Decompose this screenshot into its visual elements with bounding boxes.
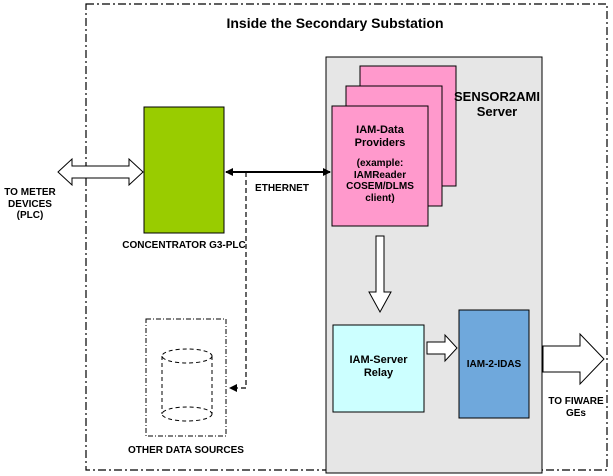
meter-devices-line2: DEVICES bbox=[8, 198, 52, 210]
meter-devices-line1: TO METER bbox=[4, 187, 56, 198]
substation-boundary bbox=[85, 3, 608, 471]
fiware-line2: GEs bbox=[565, 407, 586, 419]
server-title-line2: Server bbox=[476, 103, 518, 119]
fiware-arrow bbox=[542, 332, 605, 386]
relay-line2: Relay bbox=[363, 366, 394, 379]
meter-devices-label: TO METER DEVICES (PLC) bbox=[0, 187, 60, 222]
idas-box bbox=[458, 309, 530, 419]
data-providers-label: IAM-Data Providers (example: IAMReader C… bbox=[332, 124, 428, 204]
relay-line1: IAM-Server bbox=[349, 354, 408, 366]
concentrator-box bbox=[143, 106, 225, 234]
data-providers-line1: IAM-Data Providers bbox=[354, 124, 406, 149]
database-icon bbox=[161, 348, 213, 422]
relay-label: IAM-Server Relay bbox=[333, 354, 424, 379]
meter-link-arrow bbox=[57, 157, 144, 187]
data-provider-card-front bbox=[331, 105, 429, 227]
ethernet-label: ETHERNET bbox=[255, 183, 309, 194]
other-sources-connector bbox=[229, 172, 247, 392]
server-title-line1: SENSOR2AMI bbox=[454, 89, 540, 104]
server-title: SENSOR2AMI Server bbox=[452, 89, 542, 120]
idas-label: IAM-2-IDAS bbox=[466, 359, 522, 370]
concentrator-label: CONCENTRATOR G3-PLC bbox=[122, 240, 246, 251]
data-providers-line3: COSEM/DLMS client) bbox=[346, 181, 414, 204]
relay-to-idas-arrow bbox=[426, 333, 458, 363]
other-sources-label: OTHER DATA SOURCES bbox=[128, 445, 244, 456]
data-providers-line2: (example: IAMReader bbox=[353, 158, 407, 181]
diagram-title: Inside the Secondary Substation bbox=[226, 15, 444, 31]
meter-devices-line3: (PLC) bbox=[16, 210, 44, 221]
fiware-label: TO FIWARE GEs bbox=[543, 396, 609, 419]
fiware-line1: TO FIWARE bbox=[548, 396, 604, 407]
other-sources-box bbox=[145, 318, 227, 437]
providers-to-relay-arrow bbox=[368, 235, 392, 314]
relay-box bbox=[332, 324, 425, 413]
